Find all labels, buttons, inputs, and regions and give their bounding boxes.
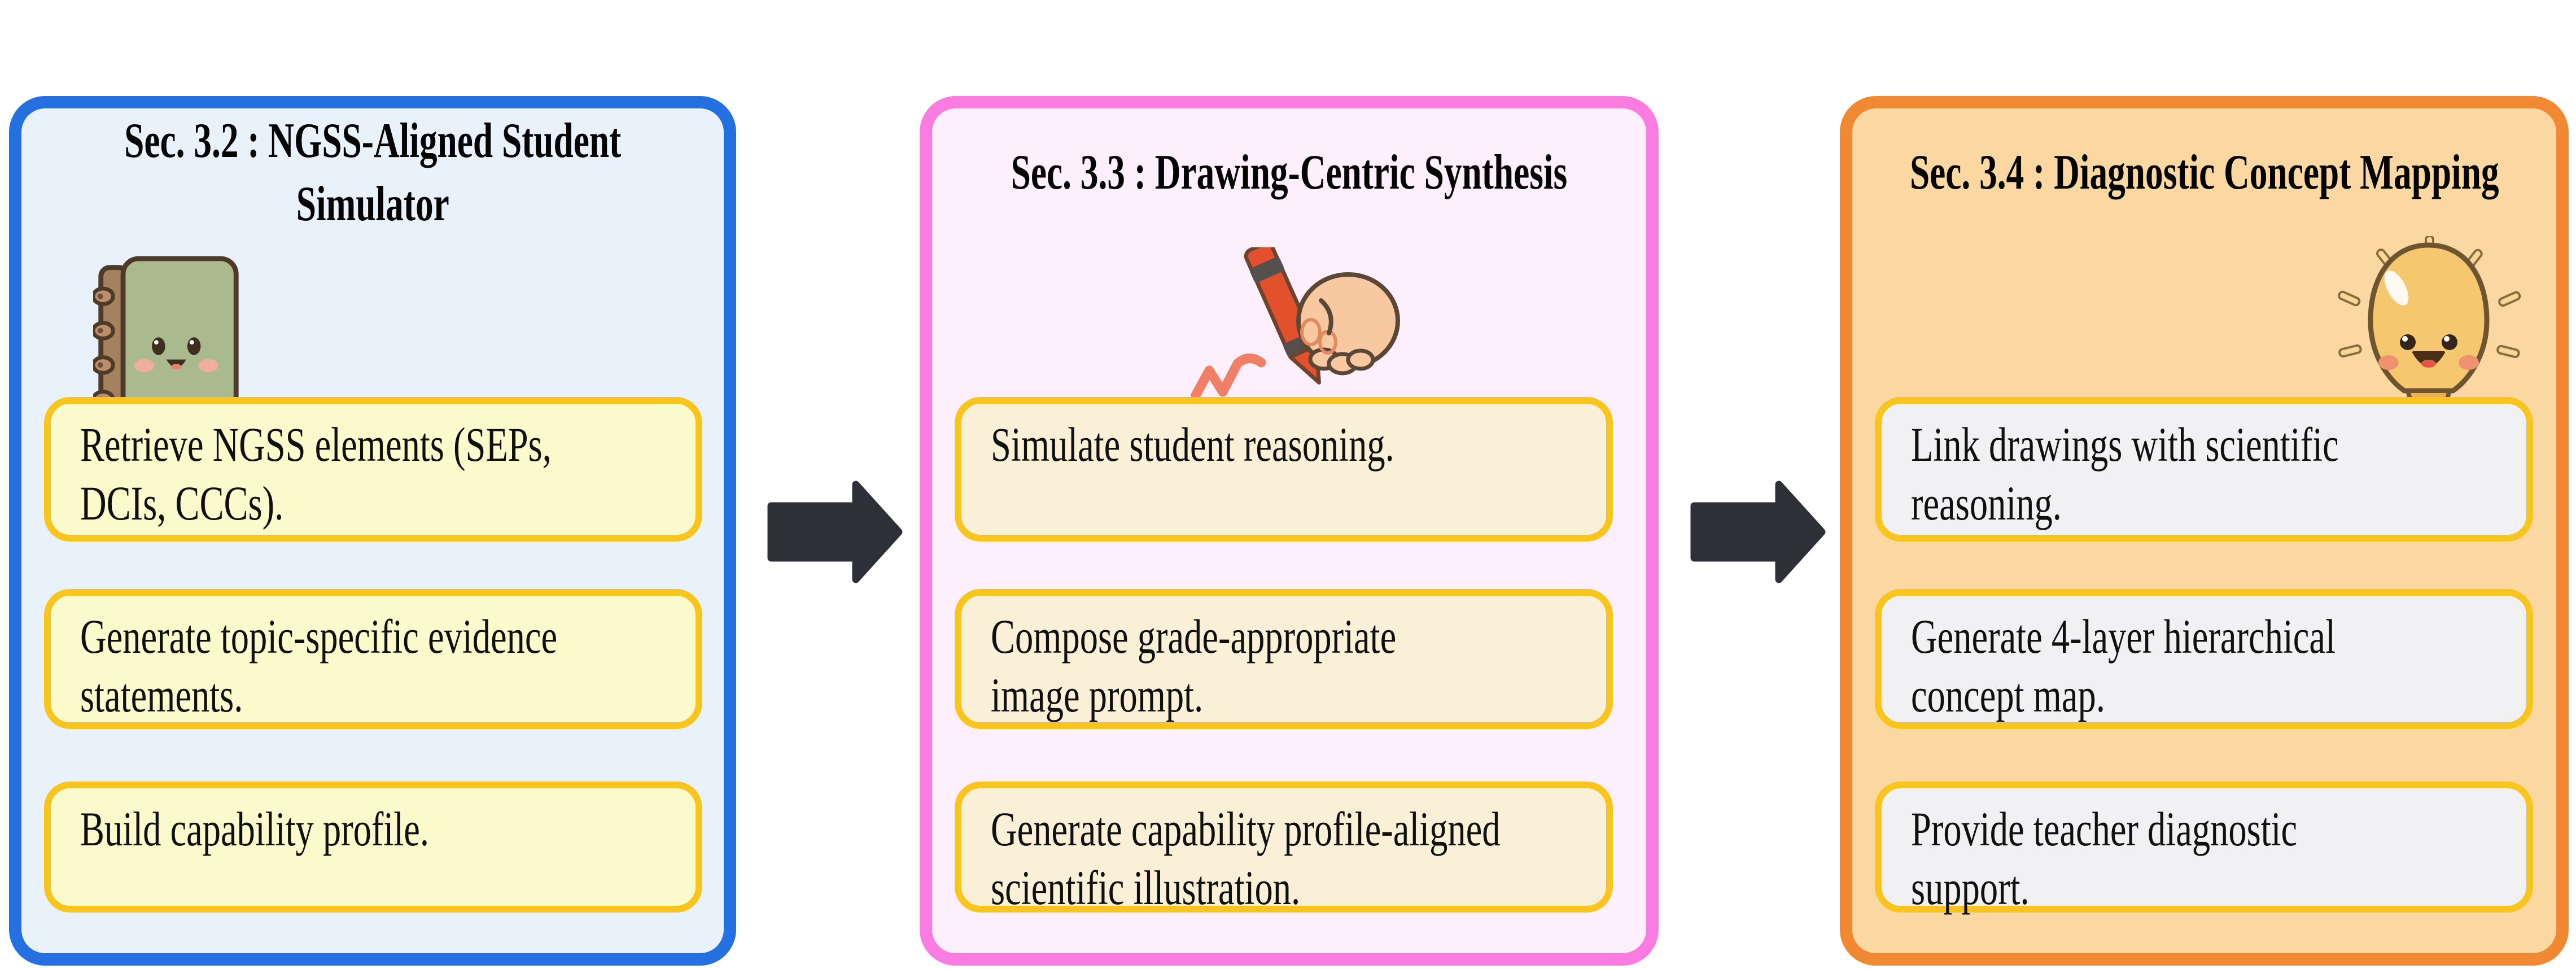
task-text-line: Generate 4-layer hierarchical	[1911, 609, 2336, 664]
panel-drawing-centric-synthesis: Sec. 3.3 : Drawing-Centric Synthesis Sim…	[920, 96, 1659, 966]
panel-diagnostic-concept-mapping: Sec. 3.4 : Diagnostic Concept Mapping	[1840, 96, 2569, 966]
panel-title: Sec. 3.3 : Drawing-Centric Synthesis	[932, 108, 1646, 237]
task-box: Build capability profile.	[44, 782, 702, 913]
task-box: Retrieve NGSS elements (SEPs, DCIs, CCCs…	[44, 397, 702, 542]
arrow-right-icon	[1690, 481, 1826, 583]
panel-title-line: Sec. 3.4 : Diagnostic Concept Mapping	[1909, 145, 2499, 200]
panel-title: Sec. 3.4 : Diagnostic Concept Mapping	[1852, 108, 2556, 237]
task-text-line: Build capability profile.	[80, 802, 429, 856]
task-box: Generate 4-layer hierarchical concept ma…	[1875, 589, 2533, 729]
task-box: Simulate student reasoning.	[955, 397, 1613, 542]
crayon-hand-icon	[1191, 247, 1400, 400]
task-text-line: scientific illustration.	[991, 861, 1301, 915]
arrow-right-icon	[767, 481, 903, 583]
task-box: Provide teacher diagnostic support.	[1875, 782, 2533, 915]
task-text-line: image prompt.	[991, 668, 1204, 722]
task-text-line: Provide teacher diagnostic	[1911, 802, 2298, 856]
task-box: Generate capability profile-aligned scie…	[955, 782, 1613, 915]
task-box: Compose grade-appropriate image prompt.	[955, 589, 1613, 729]
panel-title-line: Sec. 3.3 : Drawing-Centric Synthesis	[1011, 145, 1568, 200]
panel-title-line: Sec. 3.2 : NGSS-Aligned Student	[124, 114, 622, 168]
task-text-line: Simulate student reasoning.	[991, 417, 1394, 472]
task-text-line: statements.	[80, 668, 243, 722]
task-text-line: Generate topic-specific evidence	[80, 609, 558, 664]
task-text-line: DCIs, CCCs).	[80, 476, 284, 530]
task-text-line: Generate capability profile-aligned	[991, 802, 1501, 856]
task-text-line: support.	[1911, 861, 2030, 915]
task-text-line: Retrieve NGSS elements (SEPs,	[80, 417, 552, 472]
panel-title: Sec. 3.2 : NGSS-Aligned Student Simulato…	[21, 108, 724, 237]
task-box: Link drawings with scientific reasoning.	[1875, 397, 2533, 542]
panel-title-line: Simulator	[296, 177, 449, 232]
panel-ngss-student-simulator: Sec. 3.2 : NGSS-Aligned Student Simulato…	[9, 96, 736, 966]
task-box: Generate topic-specific evidence stateme…	[44, 589, 702, 729]
task-text-line: Compose grade-appropriate	[991, 609, 1397, 664]
lightbulb-icon	[2338, 236, 2521, 417]
task-text-line: reasoning.	[1911, 476, 2062, 530]
task-text-line: Link drawings with scientific	[1911, 417, 2339, 472]
notebook-icon	[93, 256, 239, 414]
task-text-line: concept map.	[1911, 668, 2105, 722]
